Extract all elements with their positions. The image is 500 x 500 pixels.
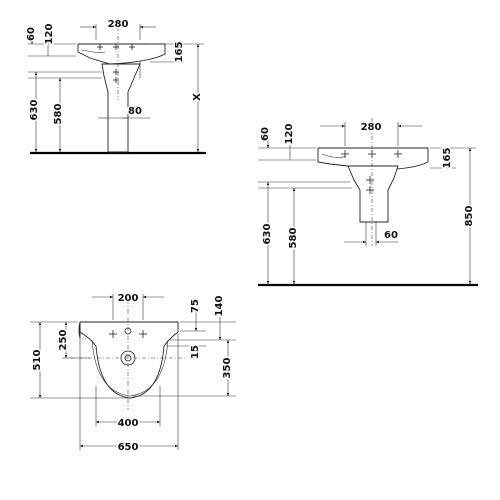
dim-650: 650 xyxy=(118,442,139,453)
basin-shape-large xyxy=(317,147,429,171)
dim-75: 75 xyxy=(190,299,201,313)
dim-580-large: 580 xyxy=(288,228,299,249)
side-view-large: 280 60 120 165 630 580 850 60 xyxy=(258,118,478,287)
dim-250: 250 xyxy=(58,330,69,351)
dim-510: 510 xyxy=(32,350,43,371)
basin-shape xyxy=(77,43,166,65)
top-view: 200 75 140 250 510 15 350 400 xyxy=(30,292,236,455)
dim-60-drain: 60 xyxy=(384,230,398,241)
dim-580-small: 580 xyxy=(53,104,64,125)
dim-280-small: 280 xyxy=(108,19,129,30)
dim-280-large: 280 xyxy=(361,122,382,133)
pedestal-shape-large xyxy=(347,165,399,223)
pedestal-shape xyxy=(101,63,141,153)
dim-120-small: 120 xyxy=(44,24,55,45)
side-view-small: 280 60 120 165 630 580 X 80 xyxy=(25,18,206,155)
tap-marks-top xyxy=(109,327,147,338)
dim-140: 140 xyxy=(214,296,225,317)
dim-15: 15 xyxy=(190,345,201,359)
dim-350: 350 xyxy=(222,358,233,379)
dim-x-small: X xyxy=(192,93,203,101)
dim-60-large: 60 xyxy=(260,127,271,141)
basin-outline-top xyxy=(79,321,179,399)
dim-80-small: 80 xyxy=(128,106,142,117)
dim-200: 200 xyxy=(118,293,139,304)
dim-120-large: 120 xyxy=(284,124,295,145)
dim-400: 400 xyxy=(118,418,139,429)
dim-165-small: 165 xyxy=(174,42,185,63)
dim-60-small: 60 xyxy=(26,27,37,41)
dim-630-small: 630 xyxy=(29,100,40,121)
dim-630-large: 630 xyxy=(262,224,273,245)
dim-165-large: 165 xyxy=(442,148,453,169)
dim-850-large: 850 xyxy=(464,206,475,227)
